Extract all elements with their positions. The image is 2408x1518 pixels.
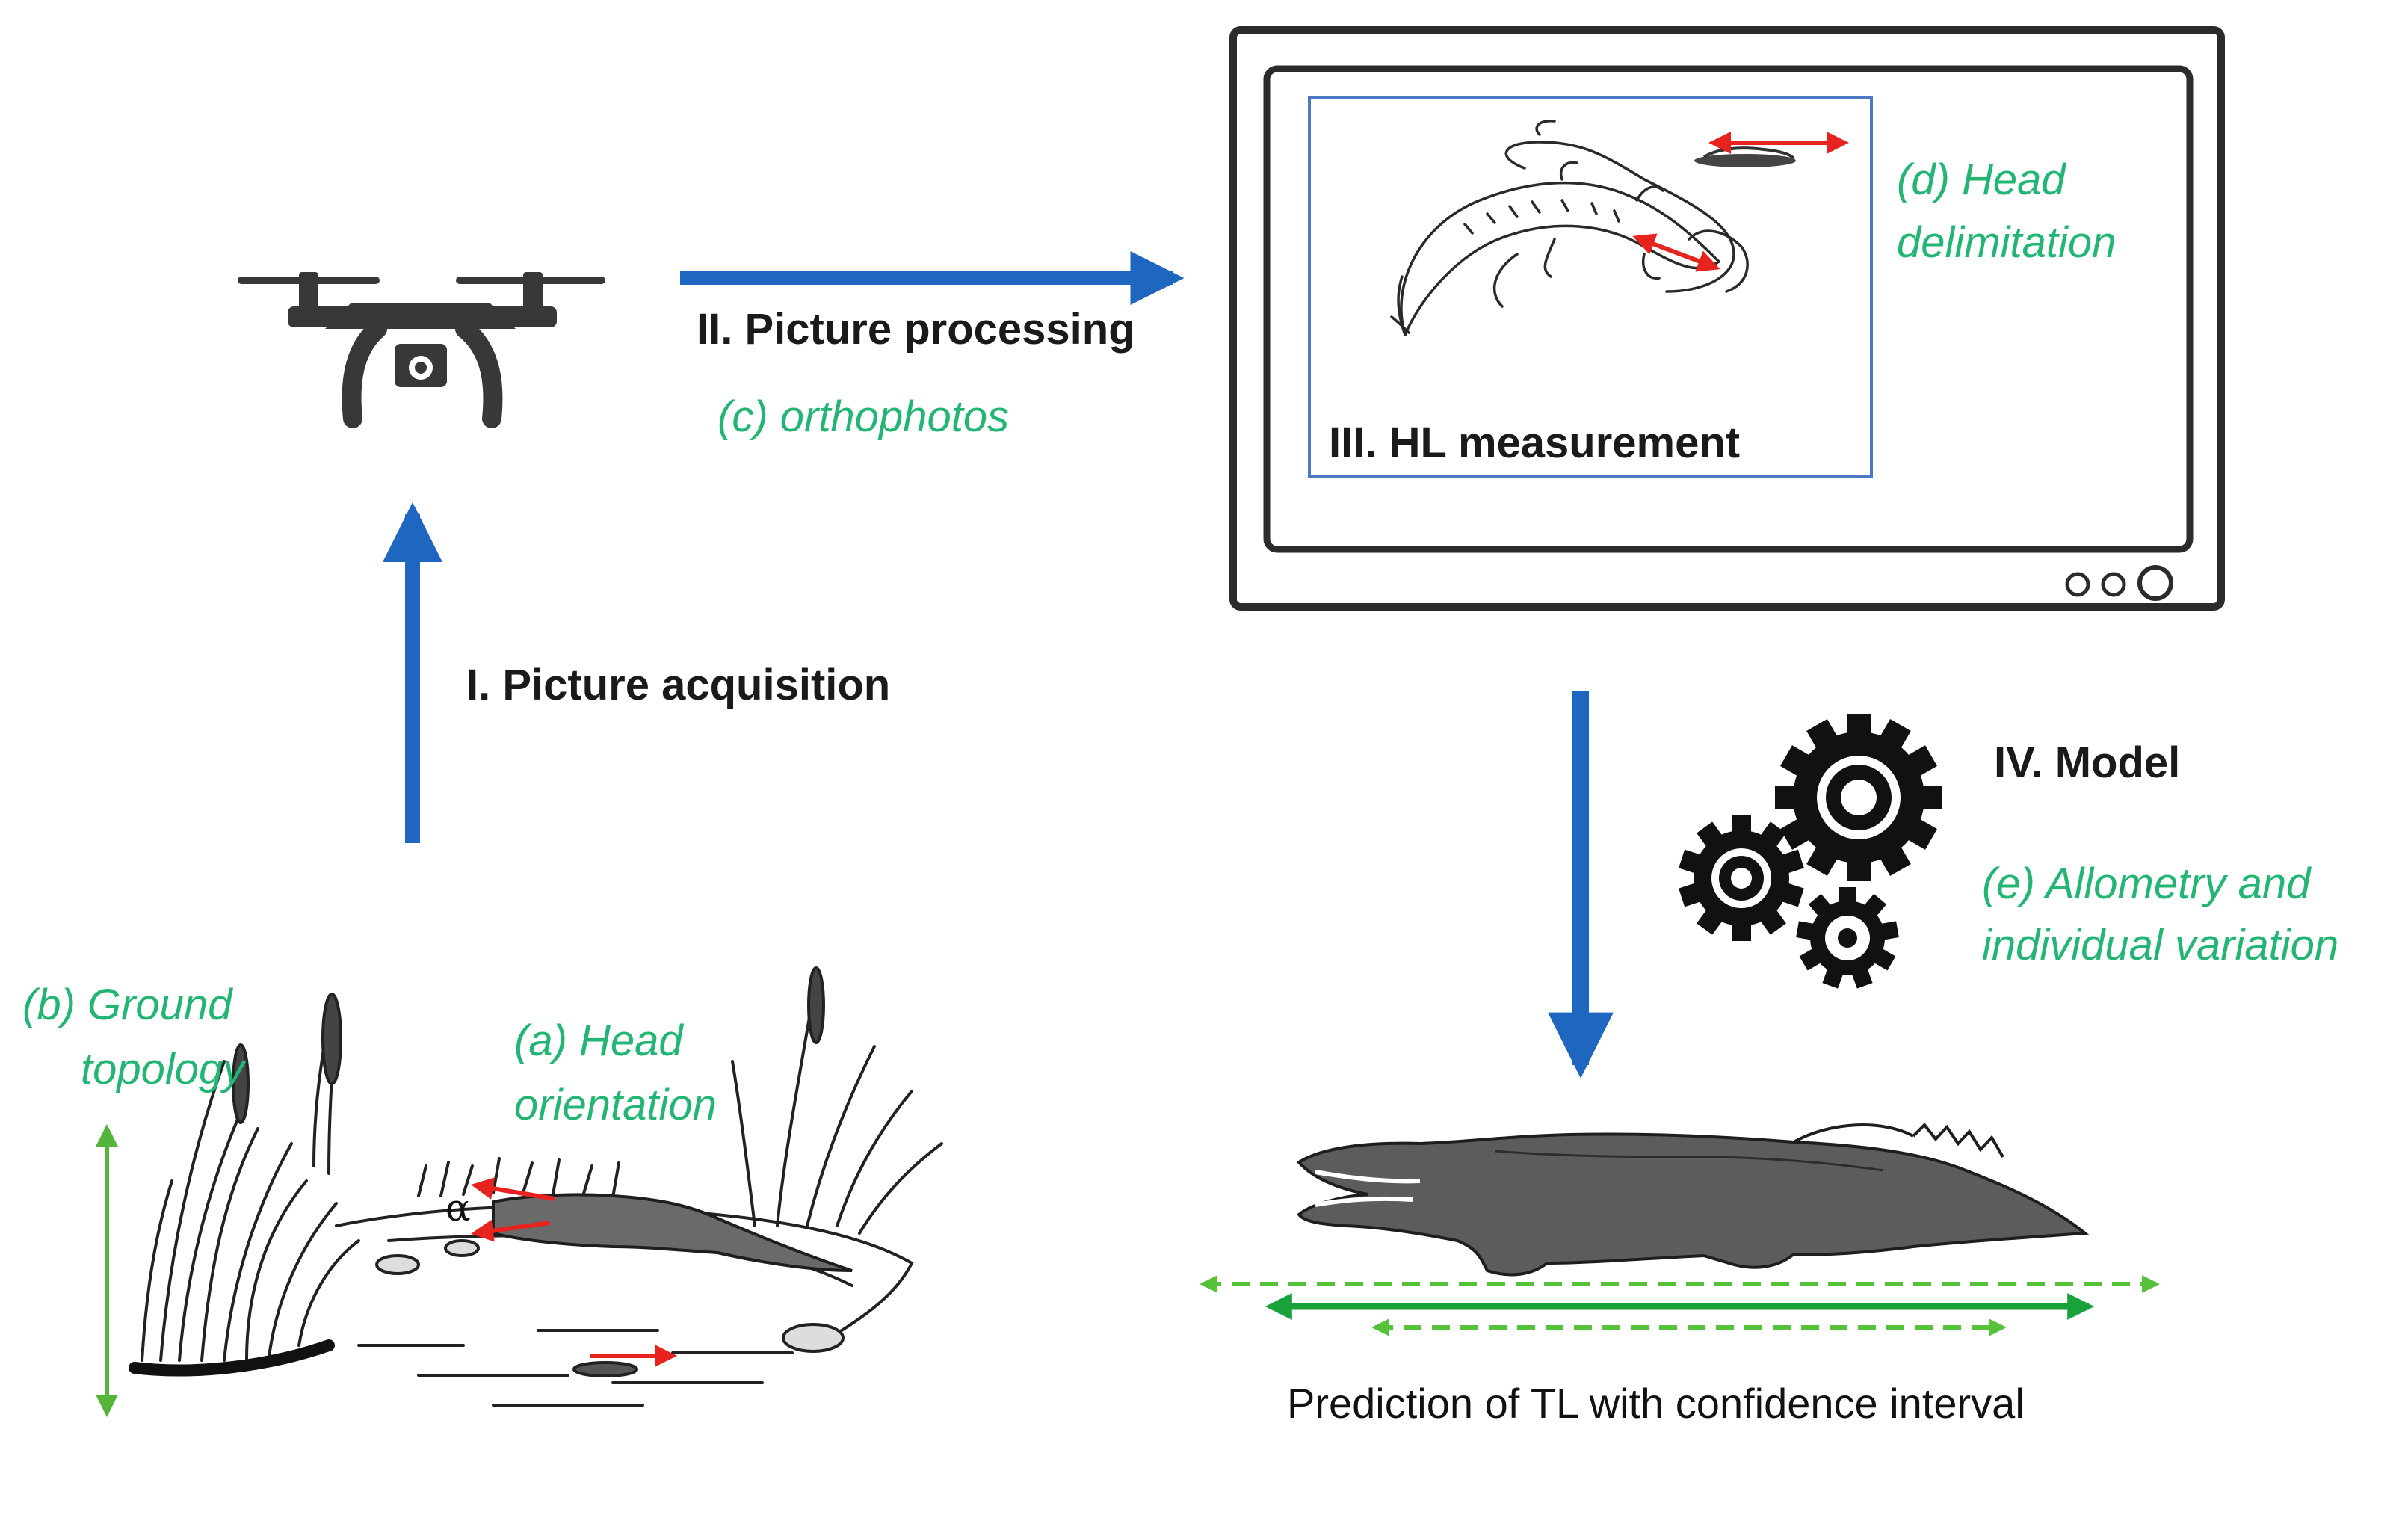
note-head-delimitation-line2: delimitation bbox=[1897, 218, 2117, 267]
gears-icon bbox=[1679, 714, 1942, 989]
note-head-orientation-line1: (a) Head bbox=[514, 1016, 683, 1065]
crocodile-side-illustration bbox=[1296, 1122, 2090, 1277]
step-picture-acquisition: I. Picture acquisition bbox=[466, 661, 891, 709]
prediction-caption: Prediction of TL with confidence interva… bbox=[1287, 1380, 2025, 1427]
head-length-arrow bbox=[1632, 233, 1720, 272]
swamp-scene-illustration bbox=[129, 966, 943, 1407]
crocodile-topview-sketch bbox=[1390, 120, 1749, 336]
angle-alpha-label: α bbox=[445, 1186, 471, 1229]
note-head-orientation-line2: orientation bbox=[514, 1081, 717, 1129]
drone-icon bbox=[238, 272, 605, 428]
step-hl-measurement: III. HL measurement bbox=[1329, 419, 1741, 467]
note-allometry-line1: (e) Allometry and bbox=[1982, 860, 2311, 908]
note-head-delimitation-line1: (d) Head bbox=[1897, 155, 2066, 204]
step-model: IV. Model bbox=[1994, 738, 2181, 787]
step-picture-processing: II. Picture processing bbox=[697, 305, 1135, 354]
note-allometry-line2: individual variation bbox=[1982, 921, 2339, 969]
head-orientation-arrow-upper bbox=[471, 1177, 555, 1201]
note-ground-topology-line1: (b) Ground bbox=[22, 981, 232, 1029]
note-ground-topology-line2: topology bbox=[81, 1045, 245, 1093]
head-orientation-arrow-lower bbox=[471, 1219, 551, 1242]
note-orthophotos: (c) orthophotos bbox=[717, 392, 1010, 441]
